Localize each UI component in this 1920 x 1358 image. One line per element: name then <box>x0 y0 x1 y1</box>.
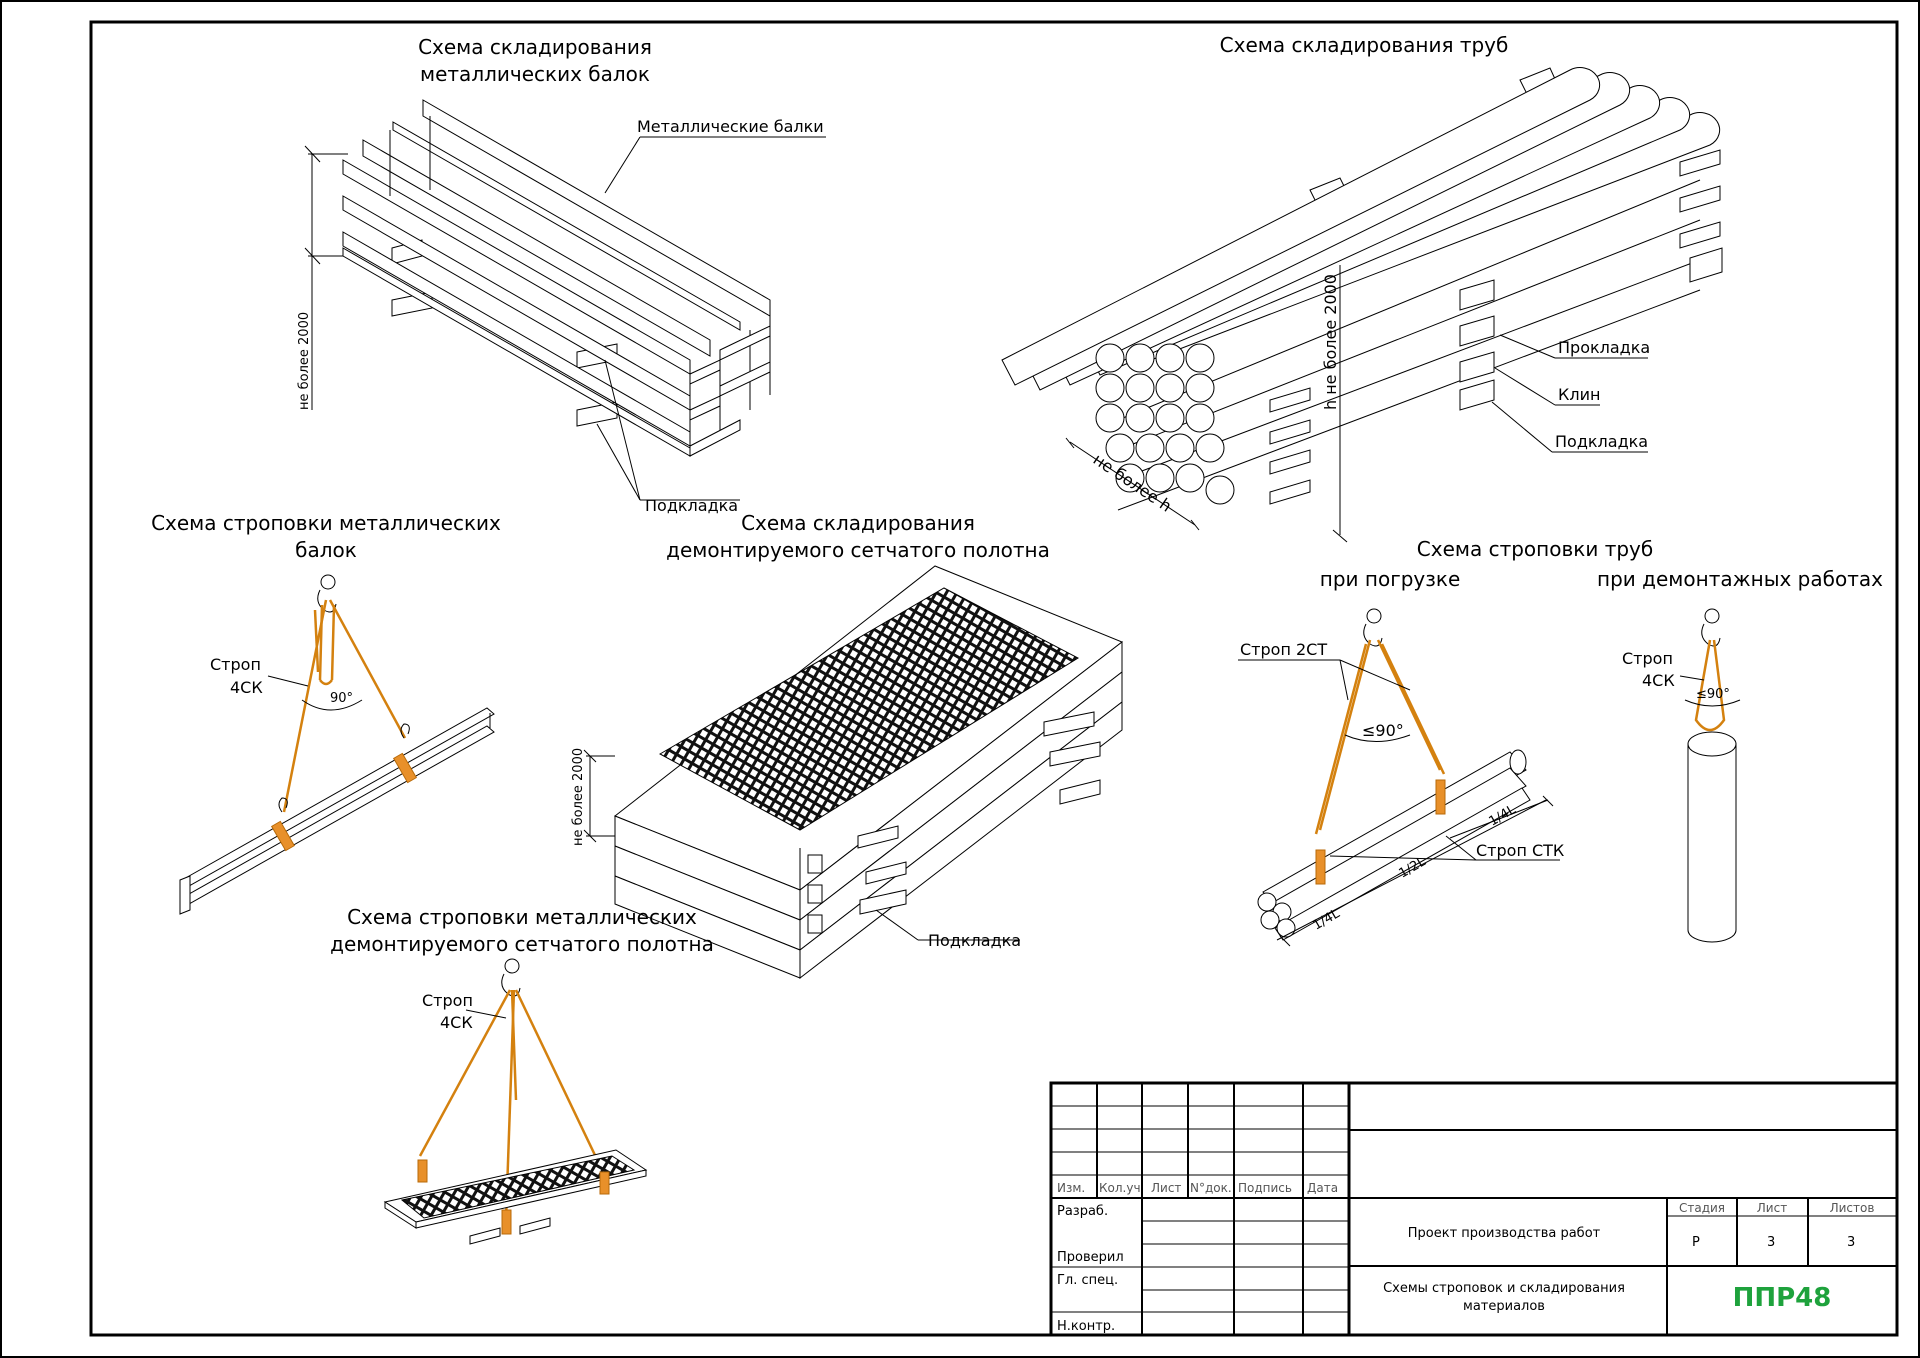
dismantling-sling-label-1: Строп <box>1622 649 1673 668</box>
tb-role-chief: Гл. спец. <box>1057 1273 1118 1288</box>
tb-sheets-label: Листов <box>1830 1201 1875 1215</box>
dismantling-angle-label: ≤90° <box>1696 687 1730 702</box>
mesh-slinging-diagram: Схема строповки металлических демонтируе… <box>330 905 714 1245</box>
pipes-angle-label: ≤90° <box>1362 721 1404 740</box>
pipes-height-label: h не более 2000 <box>1321 274 1340 410</box>
beams-sling-label-2: 4СК <box>230 678 263 697</box>
mesh-storage-title-1: Схема складирования <box>741 511 975 535</box>
mesh-slinging-title-1: Схема строповки металлических <box>347 905 697 929</box>
pipes-pad-label: Подкладка <box>1555 432 1648 451</box>
tb-header-count: Кол.уч <box>1099 1181 1141 1195</box>
mesh-height-label: не более 2000 <box>571 748 586 846</box>
tb-role-checked: Проверил <box>1057 1250 1124 1265</box>
pipes-storage-diagram: Схема складирования труб <box>1001 33 1723 543</box>
tb-role-developer: Разраб. <box>1057 1204 1108 1219</box>
mesh-sling-label-2: 4СК <box>440 1013 473 1032</box>
mesh-slinging-title-2: демонтируемого сетчатого полотна <box>330 932 714 956</box>
tb-sheet-value: 3 <box>1767 1235 1775 1250</box>
pipes-dismantling-subtitle: при демонтажных работах <box>1597 567 1883 591</box>
pipes-slinging-loading-diagram: Схема строповки труб при погрузке ≤90° <box>1238 537 1653 947</box>
beams-storage-title-2: металлических балок <box>420 62 650 86</box>
sling-stk-label: Строп СТК <box>1476 841 1565 860</box>
mesh-pad-label: Подкладка <box>928 931 1021 950</box>
beams-slinging-title-2: балок <box>295 538 357 562</box>
beams-storage-title-1: Схема складирования <box>418 35 652 59</box>
beams-sling-label-1: Строп <box>210 655 261 674</box>
pipes-storage-title: Схема складирования труб <box>1220 33 1509 57</box>
spacer-label: Прокладка <box>1558 338 1650 357</box>
tb-header-change: Изм. <box>1057 1181 1085 1195</box>
tb-role-normcontrol: Н.контр. <box>1057 1319 1115 1334</box>
beams-pad-label: Подкладка <box>645 496 738 515</box>
inner-frame <box>89 20 1899 1337</box>
tb-header-signature: Подпись <box>1238 1181 1292 1195</box>
wedge-label: Клин <box>1558 385 1600 404</box>
tb-sheet-title-1: Схемы строповок и складирования <box>1383 1281 1625 1296</box>
title-block: Изм. Кол.уч Лист N°док. Подпись Дата Раз… <box>1049 1081 1899 1337</box>
tb-header-sheet: Лист <box>1151 1181 1181 1195</box>
metal-beams-label: Металлические балки <box>637 117 824 136</box>
tb-stage-label: Стадия <box>1679 1201 1725 1215</box>
tb-sheets-value: 3 <box>1847 1235 1855 1250</box>
tb-project-name: Проект производства работ <box>1408 1226 1601 1241</box>
pipes-slinging-title: Схема строповки труб <box>1417 537 1653 561</box>
tb-header-date: Дата <box>1307 1181 1338 1195</box>
beams-height-label: не более 2000 <box>297 312 312 410</box>
pipes-slinging-dismantling-diagram: при демонтажных работах ≤90° Строп 4СК <box>1597 567 1883 943</box>
sling-2st-label: Строп 2СТ <box>1240 640 1327 659</box>
mesh-storage-diagram: Схема складирования демонтируемого сетча… <box>571 511 1123 980</box>
mesh-sling-label-1: Строп <box>422 991 473 1010</box>
beams-slinging-title-1: Схема строповки металлических <box>151 511 501 535</box>
ppr48-logo: ППР48 <box>1733 1283 1832 1313</box>
beams-angle-label: 90° <box>330 691 353 706</box>
beams-storage-diagram: Схема складирования металлических балок … <box>297 35 826 515</box>
tb-header-docno: N°док. <box>1190 1181 1232 1195</box>
tb-stage-value: Р <box>1692 1235 1700 1250</box>
mesh-storage-title-2: демонтируемого сетчатого полотна <box>666 538 1050 562</box>
tb-sheet-title-2: материалов <box>1463 1299 1545 1314</box>
dismantling-sling-label-2: 4СК <box>1642 671 1675 690</box>
tb-sheet-label: Лист <box>1757 1201 1787 1215</box>
beams-slinging-diagram: Схема строповки металлических балок 90° … <box>151 511 501 915</box>
pipes-loading-subtitle: при погрузке <box>1320 567 1461 591</box>
